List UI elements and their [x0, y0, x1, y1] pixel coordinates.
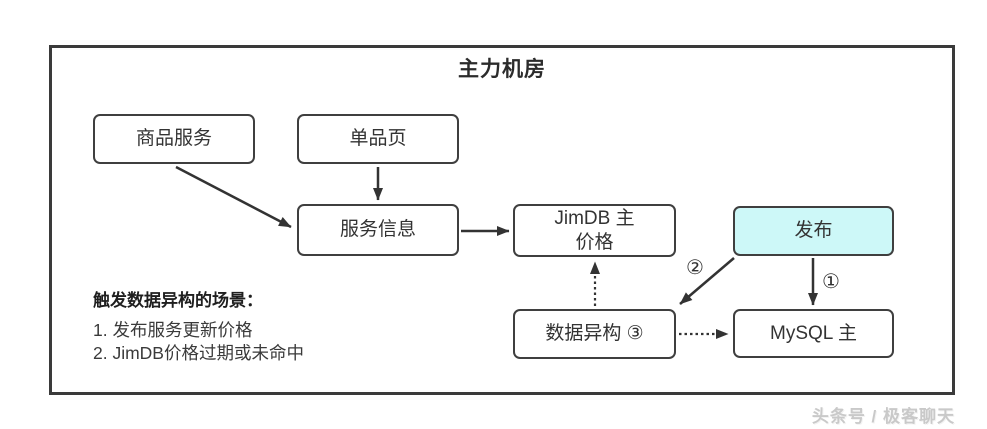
node-data-heterogeneity-label: 数据异构 ③ — [545, 323, 644, 345]
node-data-heterogeneity: 数据异构 ③ — [513, 309, 676, 359]
edge-label-circled-2: ② — [686, 257, 704, 279]
watermark-text: 头条号 / 极客聊天 — [811, 407, 955, 426]
node-publish-label: 发布 — [794, 220, 833, 242]
notes-block: 触发数据异构的场景： 1. 发布服务更新价格 2. JimDB价格过期或未命中 — [93, 286, 413, 365]
node-single-item-page: 单品页 — [297, 114, 459, 164]
diagram-title: 主力机房 — [458, 58, 546, 81]
node-mysql-master-label: MySQL 主 — [770, 322, 857, 344]
edge-label-circled-1: ① — [822, 271, 840, 293]
node-product-service-label: 商品服务 — [135, 128, 212, 150]
node-jimdb-master-label-line1: JimDB 主 — [554, 207, 635, 229]
node-single-item-page-label: 单品页 — [349, 128, 407, 150]
node-service-info: 服务信息 — [297, 204, 459, 256]
node-jimdb-master: JimDB 主 价格 — [513, 204, 676, 257]
notes-item-2: 2. JimDB价格过期或未命中 — [93, 343, 304, 363]
node-jimdb-master-label-line2: 价格 — [575, 231, 614, 253]
node-product-service: 商品服务 — [93, 114, 255, 164]
node-service-info-label: 服务信息 — [339, 219, 416, 241]
notes-item-1: 1. 发布服务更新价格 — [93, 320, 253, 340]
node-mysql-master: MySQL 主 — [733, 309, 894, 358]
notes-heading: 触发数据异构的场景： — [93, 291, 263, 310]
node-publish: 发布 — [733, 206, 894, 256]
datacenter-frame — [49, 45, 955, 395]
